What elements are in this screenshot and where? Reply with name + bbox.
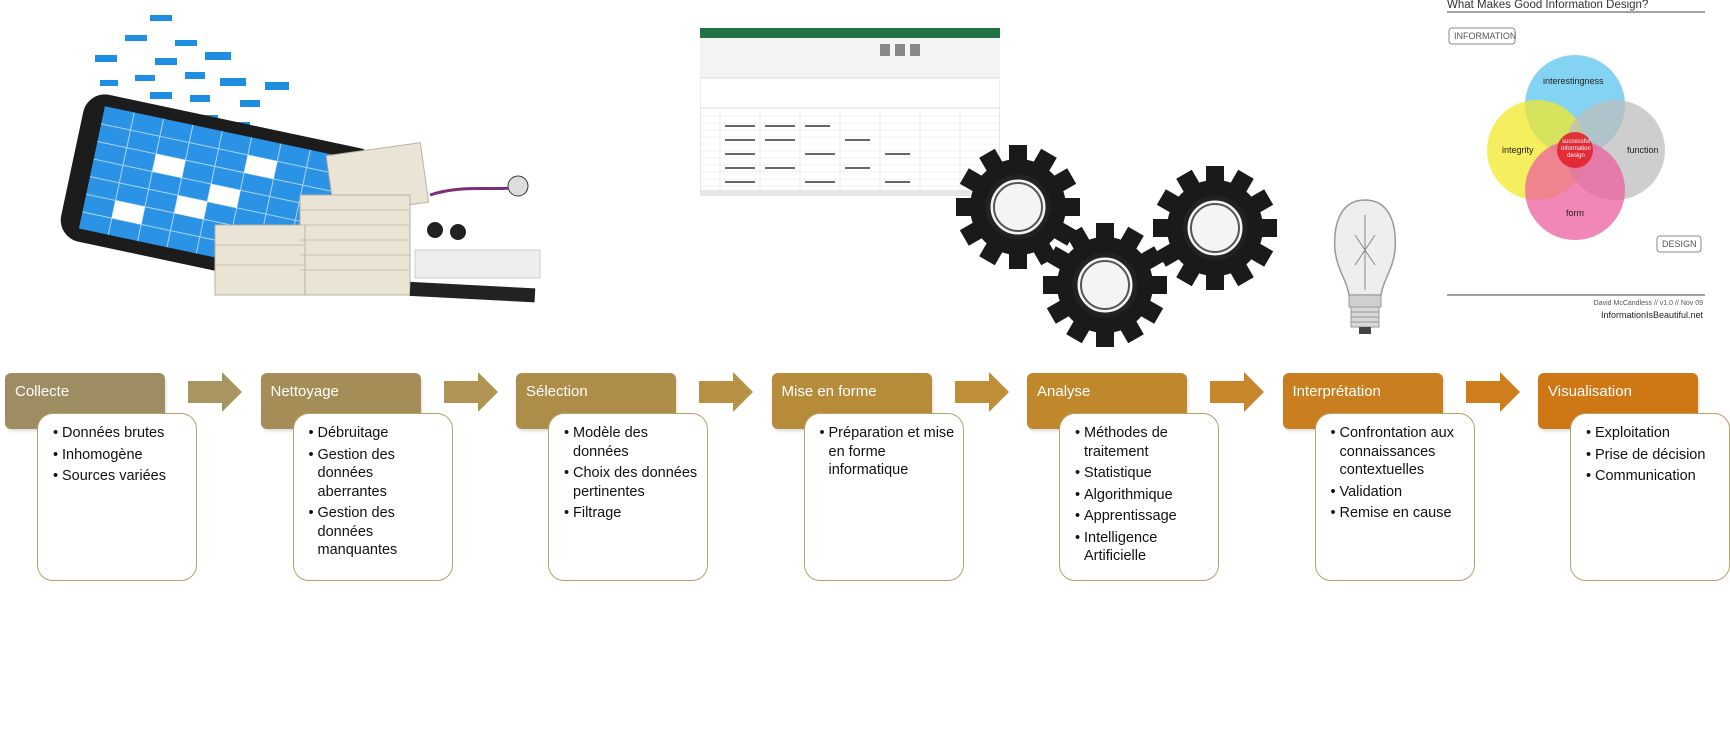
venn-diagram: What Makes Good Information Design? INFO… <box>1447 0 1707 322</box>
venn-title: What Makes Good Information Design? <box>1447 0 1649 11</box>
stage-item-list: Préparation et mise en forme informatiqu… <box>819 424 957 480</box>
stage-item: Intelligence Artificielle <box>1075 529 1212 566</box>
stage-item: Gestion des données aberrantes <box>309 446 446 502</box>
stage-item-list: Confrontation aux connaissances contextu… <box>1330 424 1468 523</box>
stage-item: Apprentissage <box>1075 507 1212 526</box>
stage-item: Algorithmique <box>1075 486 1212 505</box>
phone-data-illustration <box>60 15 541 303</box>
venn-label-center: successful information design <box>1561 139 1591 159</box>
stage-title: Nettoyage <box>260 373 421 429</box>
flow-arrow-icon <box>1210 372 1264 412</box>
venn-label-integrity: integrity <box>1502 145 1534 155</box>
stage-7: VisualisationExploitationPrise de décisi… <box>1538 373 1730 583</box>
flow-arrow-icon <box>1465 372 1520 412</box>
venn-label-function: function <box>1627 145 1659 155</box>
gears-illustration <box>950 145 1290 355</box>
stage-details: Données brutesInhomogèneSources variées <box>37 413 197 581</box>
spreadsheet-illustration <box>700 28 1000 196</box>
venn-site: InformationIsBeautiful.net <box>1600 310 1703 320</box>
stage-details: Préparation et mise en forme informatiqu… <box>803 413 964 581</box>
stage-details: DébruitageGestion des données aberrantes… <box>292 413 453 581</box>
stage-item: Méthodes de traitement <box>1075 424 1212 461</box>
stage-item: Filtrage <box>564 504 701 523</box>
stage-4: Mise en formePréparation et mise en form… <box>771 373 1027 583</box>
stage-item: Exploitation <box>1586 424 1723 443</box>
stage-item: Prise de décision <box>1586 446 1723 465</box>
lightbulb-illustration <box>1333 199 1397 334</box>
stage-5: AnalyseMéthodes de traitementStatistique… <box>1027 373 1282 583</box>
stage-details: Méthodes de traitementStatistiqueAlgorit… <box>1059 413 1219 581</box>
venn-tag-design: DESIGN <box>1662 239 1697 249</box>
stage-3: SélectionModèle des donnéesChoix des don… <box>516 373 771 583</box>
stage-item: Choix des données pertinentes <box>564 464 701 501</box>
stage-item: Préparation et mise en forme informatiqu… <box>820 424 957 480</box>
stage-item: Inhomogène <box>53 446 190 465</box>
stage-item-list: Données brutesInhomogèneSources variées <box>52 424 190 486</box>
stage-item: Gestion des données manquantes <box>309 504 446 560</box>
stage-item: Données brutes <box>53 424 190 443</box>
stage-item-list: Méthodes de traitementStatistiqueAlgorit… <box>1074 424 1212 566</box>
venn-label-form: form <box>1566 208 1584 218</box>
stage-item: Sources variées <box>53 467 190 486</box>
stage-details: Modèle des donnéesChoix des données pert… <box>548 413 708 581</box>
stage-item: Débruitage <box>309 424 446 443</box>
stage-item: Validation <box>1331 483 1468 502</box>
stage-item-list: DébruitageGestion des données aberrantes… <box>308 424 446 560</box>
stage-item: Statistique <box>1075 464 1212 483</box>
stage-item: Communication <box>1586 467 1723 486</box>
stage-item: Modèle des données <box>564 424 701 461</box>
stage-item-list: Modèle des donnéesChoix des données pert… <box>563 424 701 523</box>
stage-details: ExploitationPrise de décisionCommunicati… <box>1570 413 1730 581</box>
venn-label-interestingness: interestingness <box>1543 76 1604 86</box>
stage-item-list: ExploitationPrise de décisionCommunicati… <box>1585 424 1723 486</box>
stage-6: InterprétationConfrontation aux connaiss… <box>1282 373 1538 583</box>
venn-tag-information: INFORMATION <box>1454 31 1517 41</box>
flow-arrow-icon <box>699 372 753 412</box>
stage-1: CollecteDonnées brutesInhomogèneSources … <box>5 373 260 583</box>
flow-arrow-icon <box>443 372 498 412</box>
stage-item: Confrontation aux connaissances contextu… <box>1331 424 1468 480</box>
stage-2: NettoyageDébruitageGestion des données a… <box>260 373 516 583</box>
stage-item: Remise en cause <box>1331 504 1468 523</box>
flow-arrow-icon <box>954 372 1009 412</box>
stage-details: Confrontation aux connaissances contextu… <box>1314 413 1475 581</box>
flow-arrow-icon <box>188 372 242 412</box>
venn-author: David McCandless // v1.0 // Nov 09 <box>1593 300 1703 307</box>
